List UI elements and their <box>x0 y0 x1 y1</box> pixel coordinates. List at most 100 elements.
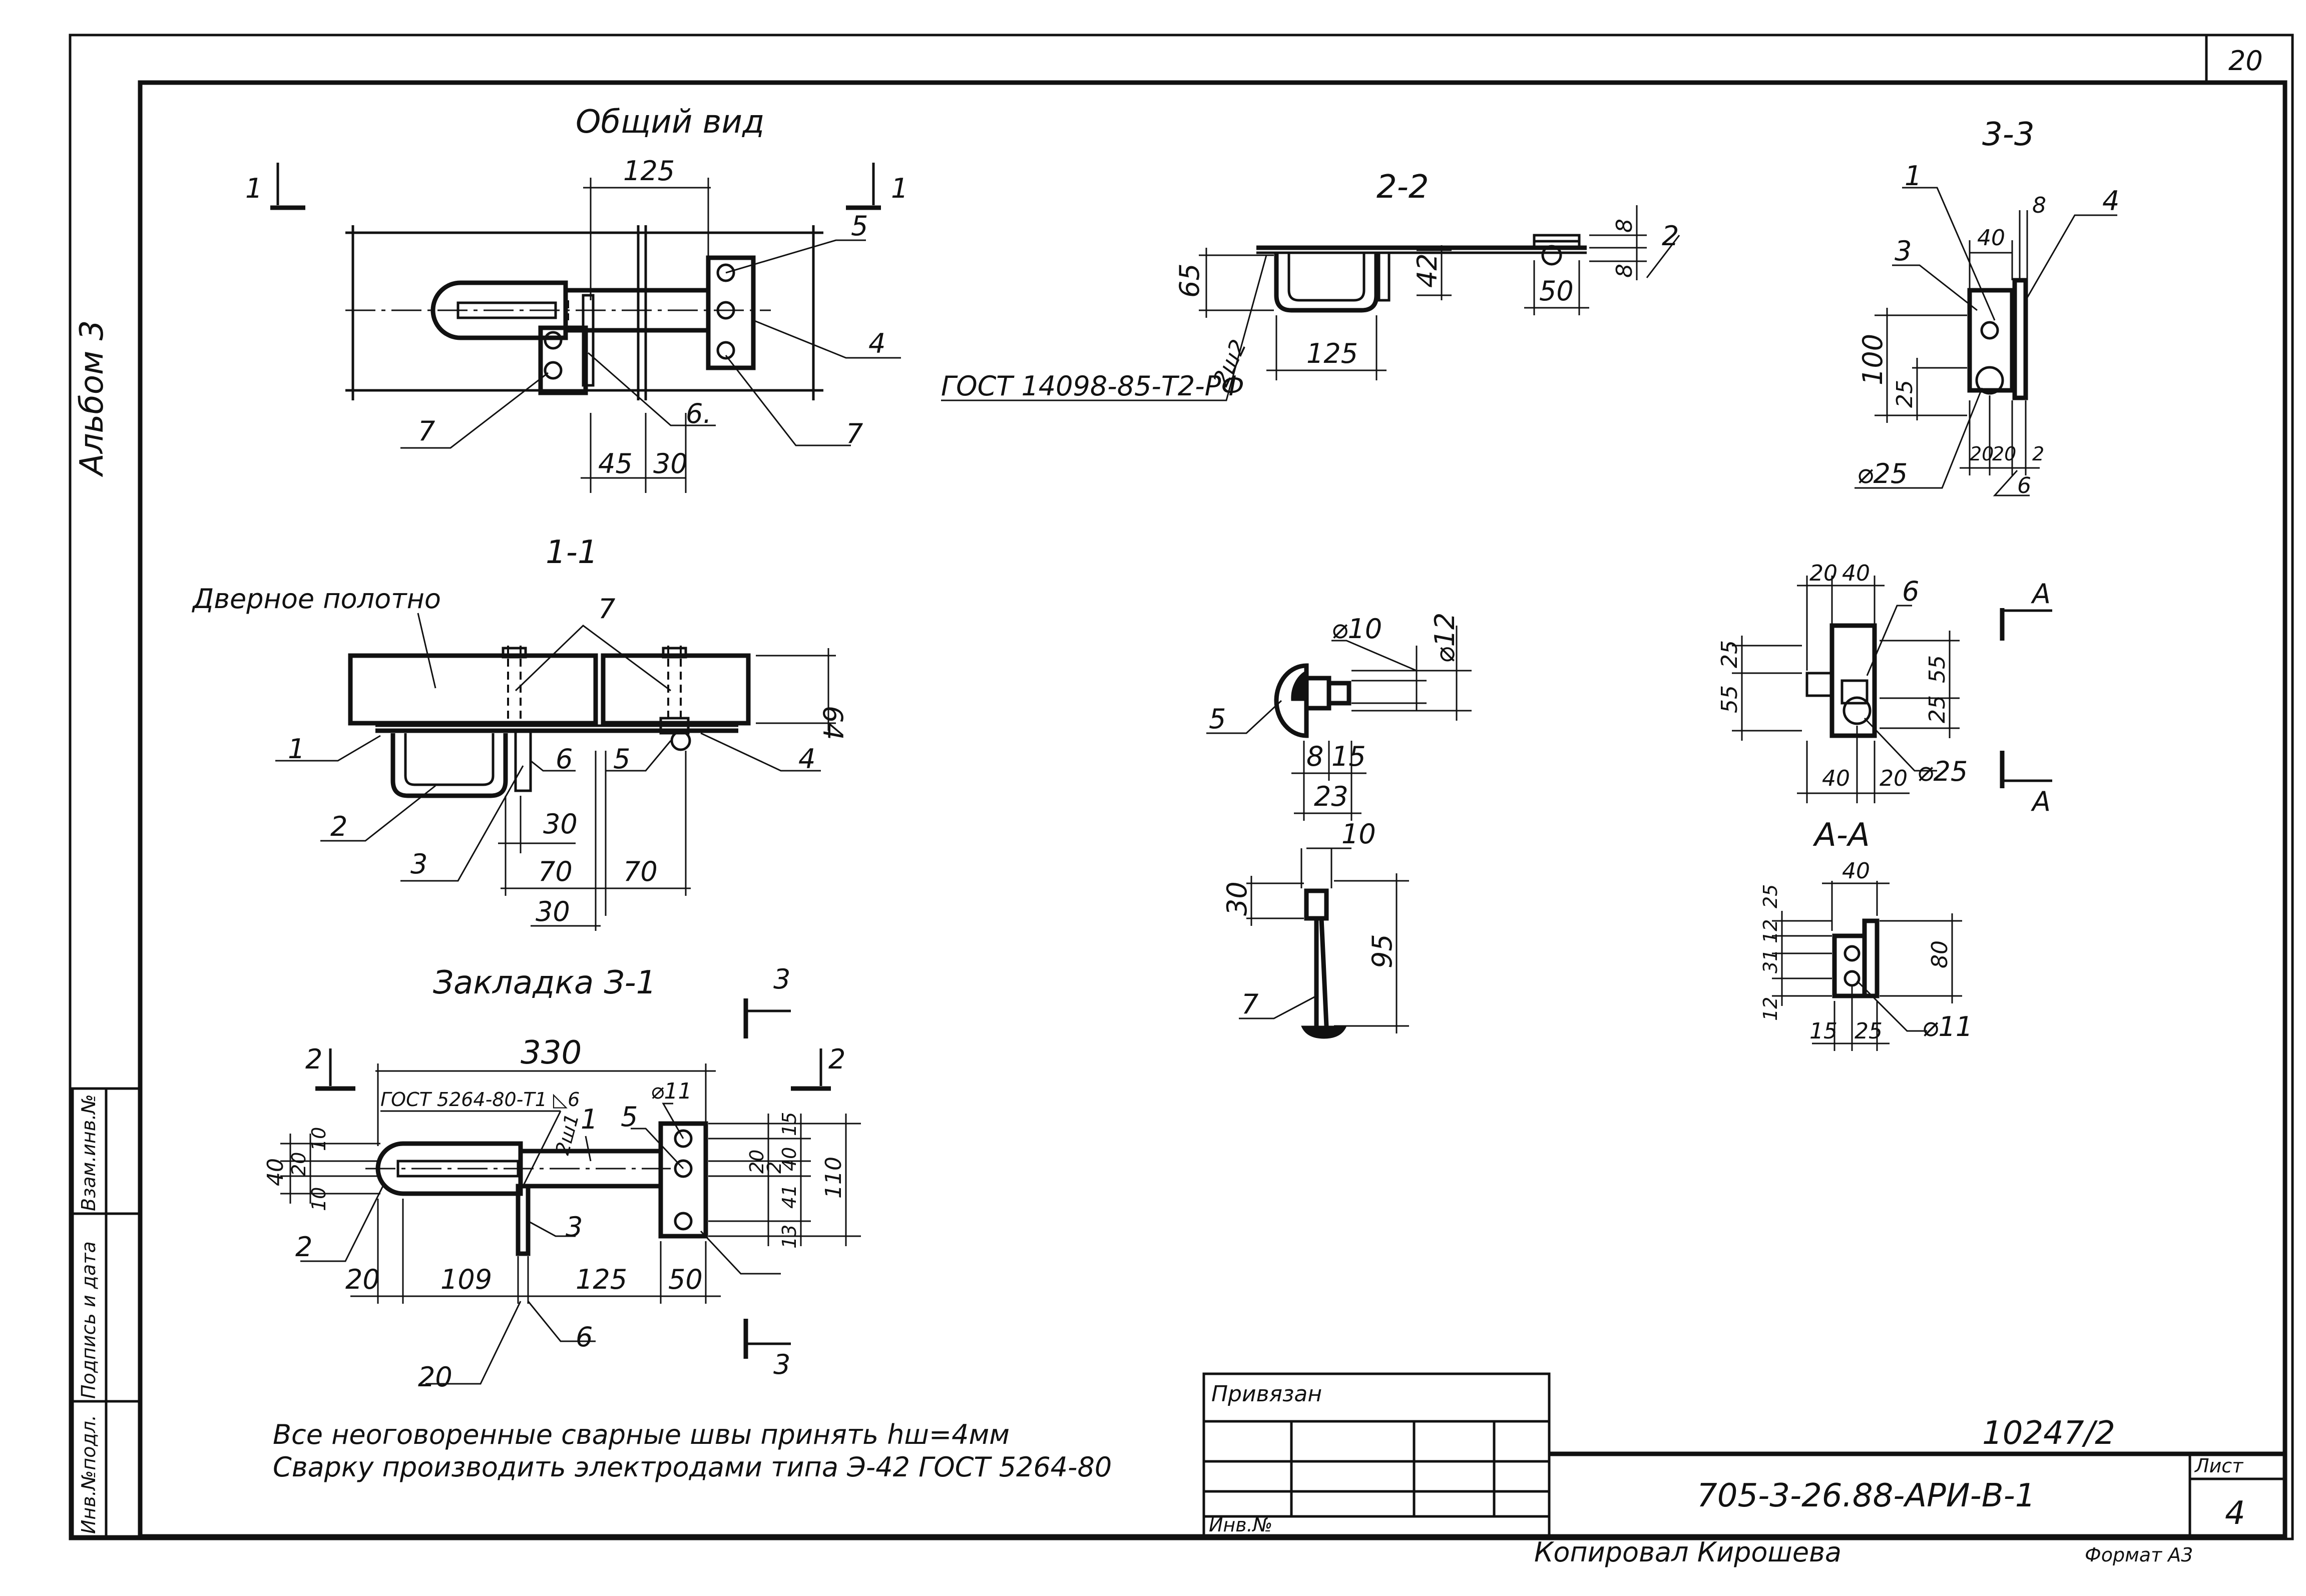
view-a-a-title: А-А <box>1812 817 1870 854</box>
callout-s11-5: 5 <box>613 743 630 775</box>
callout-general-4: 4 <box>868 328 885 359</box>
section-1-1-title: 1-1 <box>546 534 598 571</box>
dim-latch-10-top: 10 <box>308 1127 330 1151</box>
stamp-privyazan: Привязан <box>1211 1381 1322 1407</box>
reference-number: 10247/2 <box>1982 1415 2115 1452</box>
dim-latch-40-left: 40 <box>263 1158 288 1186</box>
album-label: Альбом 3 <box>74 320 111 477</box>
section-2-2-title: 2-2 <box>1376 169 1429 206</box>
section-3-3-title: 3-3 <box>1982 116 2035 153</box>
dim-aa-15: 15 <box>1809 1018 1837 1044</box>
dim-s22-50: 50 <box>1539 275 1574 307</box>
stamp-col-replace-inv: Взам.инв.№ <box>78 1094 100 1211</box>
dim-s11-64: 64 <box>817 706 848 740</box>
dim-s33-25: 25 <box>1892 380 1918 408</box>
dim-latch-20-2: 20 <box>746 1150 768 1174</box>
dim-p6-40-bottom: 40 <box>1822 766 1850 791</box>
latch-3-1-title: Закладка З-1 <box>433 964 656 1001</box>
dim-latch-40-right: 40 <box>778 1147 800 1171</box>
dim-p6-20-top: 20 <box>1809 561 1837 586</box>
section-mark-2-left: 2 <box>305 1043 322 1075</box>
dim-aa-40: 40 <box>1842 858 1870 884</box>
dim-s22-42: 42 <box>1412 253 1443 288</box>
callout-p5-5: 5 <box>1209 703 1226 735</box>
dim-s33-20-a: 20 <box>1970 443 1994 465</box>
gost-14098: ГОСТ 14098-85-Т2-РФ <box>941 370 1244 402</box>
general-view-title: Общий вид <box>576 104 764 141</box>
part-6-bracket: 20 40 25 55 55 25 40 20 ⌀25 6 А А <box>1717 561 2052 817</box>
dim-p7-95: 95 <box>1366 934 1398 968</box>
dim-s22-8-lower: 8 <box>1612 264 1637 278</box>
dim-p6-40-top: 40 <box>1842 561 1870 586</box>
callout-general-7-left: 7 <box>418 415 435 447</box>
callout-s33-1: 1 <box>1905 160 1922 192</box>
dim-general-45: 45 <box>598 448 633 479</box>
dim-p5-dia12: ⌀12 <box>1429 613 1461 663</box>
callout-s33-4: 4 <box>2102 185 2119 217</box>
dim-p5-15: 15 <box>1331 741 1366 772</box>
dim-latch-10-bottom: 10 <box>308 1187 330 1211</box>
callout-general-5: 5 <box>851 210 868 242</box>
callout-s11-4: 4 <box>798 743 815 775</box>
dim-aa-25: 25 <box>1759 884 1781 908</box>
callout-latch-2: 2 <box>295 1231 312 1263</box>
stamp-col-inv-original: Инв.№подл. <box>78 1415 100 1534</box>
stamp-inv-no: Инв.№ <box>1209 1514 1272 1536</box>
callout-latch-3: 3 <box>566 1211 583 1243</box>
dim-p5-8: 8 <box>1306 741 1323 772</box>
callout-s33-3: 3 <box>1895 235 1912 267</box>
callout-s11-6: 6 <box>556 743 573 775</box>
section-1-1: 1-1 Дверное полотно 64 30 70 70 <box>192 534 848 931</box>
dim-latch-20: 20 <box>288 1152 310 1176</box>
dim-latch-50: 50 <box>668 1264 703 1295</box>
paper-format: Формат А3 <box>2085 1544 2193 1566</box>
section-3-3: 3-3 40 8 100 25 20 20 2 6 ⌀25 1 4 <box>1855 116 2119 498</box>
callout-latch-5: 5 <box>621 1101 638 1133</box>
title-block <box>1202 1372 2285 1538</box>
view-a-a: А-А 40 25 12 31 12 80 15 25 ⌀11 <box>1759 817 1973 1051</box>
callout-latch-1: 1 <box>581 1104 598 1135</box>
dim-p5-23: 23 <box>1314 781 1348 812</box>
dim-s11-30-upper: 30 <box>543 808 578 840</box>
dim-latch-109: 109 <box>440 1264 492 1295</box>
callout-s11-3: 3 <box>410 848 427 880</box>
dim-s33-40: 40 <box>1977 225 2005 251</box>
note-weld-seams: Все неоговоренные сварные швы принять hш… <box>273 1419 1010 1450</box>
dim-latch-41: 41 <box>778 1185 800 1209</box>
callout-general-6: 6. <box>686 398 712 429</box>
callout-latch-6: 6 <box>576 1321 593 1353</box>
note-electrodes: Сварку производить электродами типа Э-42… <box>273 1451 1112 1483</box>
callout-p7-7: 7 <box>1241 988 1258 1020</box>
section-mark-2-right: 2 <box>828 1043 845 1075</box>
dim-aa-25-bottom: 25 <box>1855 1018 1883 1044</box>
dim-latch-110: 110 <box>821 1157 846 1199</box>
dim-s33-dia25: ⌀25 <box>1857 458 1908 489</box>
dim-s33-8: 8 <box>2032 193 2046 218</box>
callout-general-7-right: 7 <box>846 418 863 449</box>
dim-s22-65: 65 <box>1174 263 1205 298</box>
dim-general-125: 125 <box>623 155 675 187</box>
door-leaf-label: Дверное полотно <box>192 583 441 615</box>
dim-latch-dia11: ⌀11 <box>651 1079 692 1104</box>
dim-s22-8-upper: 8 <box>1612 219 1637 233</box>
stamp-col-signature-date: Подпись и дата <box>78 1241 100 1399</box>
dim-general-30: 30 <box>653 448 688 479</box>
dim-p6-55-left: 55 <box>1717 685 1742 713</box>
dim-aa-12-lower: 12 <box>1759 997 1781 1021</box>
dim-s11-70-left: 70 <box>538 856 573 887</box>
dim-latch-330: 330 <box>521 1034 582 1072</box>
section-mark-3-top: 3 <box>773 963 790 995</box>
section-mark-1-left: 1 <box>245 173 262 204</box>
general-view: Общий вид 1 1 125 <box>245 104 908 493</box>
dim-latch-125: 125 <box>576 1264 627 1295</box>
callout-s22-2: 2 <box>1662 220 1679 252</box>
dim-p5-dia10: ⌀10 <box>1331 613 1382 645</box>
side-stamp <box>71 1087 142 1538</box>
page-number: 20 <box>2228 45 2263 77</box>
dim-latch-20-leader: 20 <box>418 1361 452 1393</box>
dim-p6-25-right: 25 <box>1925 695 1950 723</box>
dim-aa-80: 80 <box>1927 940 1953 968</box>
dim-s11-30-lower: 30 <box>536 896 570 927</box>
latch-3-1: Закладка З-1 2 2 3 3 330 ГОСТ 5264-80-Т1… <box>263 963 861 1393</box>
